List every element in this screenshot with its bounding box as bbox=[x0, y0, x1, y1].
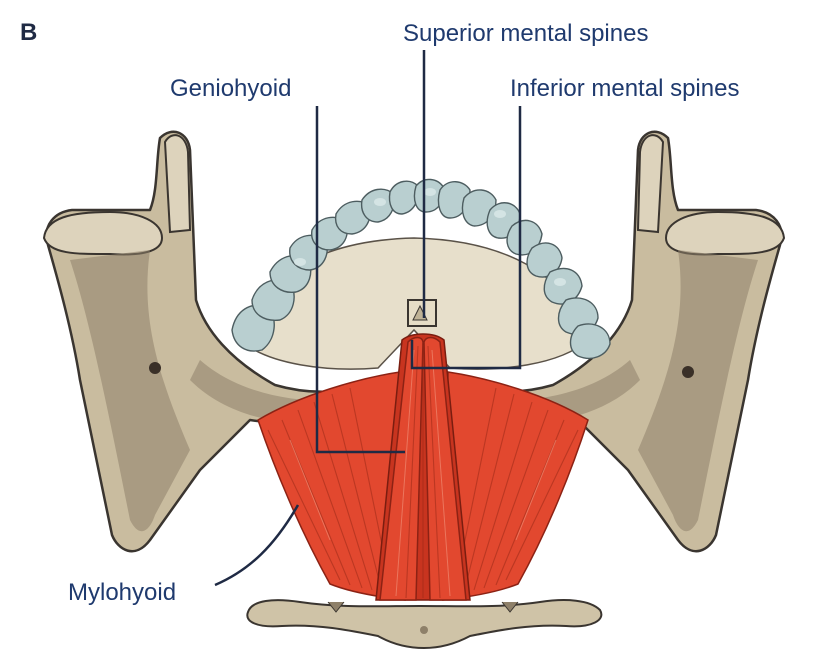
leader-inferior-mental-spines bbox=[410, 106, 522, 370]
mylohyoid-muscle bbox=[257, 371, 589, 601]
label-geniohyoid: Geniohyoid bbox=[170, 75, 291, 102]
mental-spines bbox=[407, 299, 437, 327]
leader-geniohyoid bbox=[315, 106, 405, 454]
hyoid-bone bbox=[246, 599, 603, 650]
label-inferior-mental-spines: Inferior mental spines bbox=[510, 75, 739, 102]
mandibular-foramen-left bbox=[149, 362, 161, 374]
leader-lines bbox=[214, 50, 522, 587]
panel-letter: B bbox=[20, 19, 37, 46]
label-mylohyoid: Mylohyoid bbox=[68, 579, 176, 606]
label-superior-mental-spines: Superior mental spines bbox=[403, 20, 648, 47]
geniohyoid-muscle bbox=[375, 333, 471, 601]
leader-mylohyoid bbox=[214, 504, 300, 587]
teeth-arcade bbox=[231, 178, 611, 360]
mandibular-foramen-right bbox=[682, 366, 694, 378]
